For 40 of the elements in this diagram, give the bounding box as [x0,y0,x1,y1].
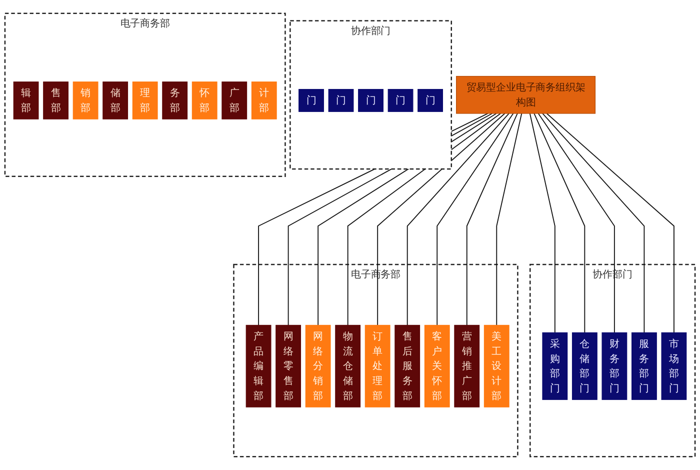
connector [496,113,522,326]
node-box: 订单处理部 [364,324,390,408]
node-box: 客户关怀部 [424,324,450,408]
node-box: 服务部门 [632,332,657,400]
node-box: 物流仓储部 [335,324,361,408]
connector [466,113,518,326]
node-box: 采购部门 [542,332,568,400]
node-box: 营销推广部 [454,324,480,408]
node-box: 售后服务部 [394,324,420,408]
node-box: 门 [358,88,384,112]
node-box: 怀部 [192,82,218,120]
node-box: 门 [328,88,354,112]
node-box: 财务部门 [602,332,628,400]
node-box: 广部 [222,82,248,120]
node-box: 贸易型企业电子商务组织架构图 [456,76,596,114]
node-box: 美工设计部 [484,324,510,408]
node-box: 储部 [102,82,128,120]
node-box: 理部 [132,82,158,120]
connector [436,113,514,326]
connector [546,113,674,334]
connector [406,113,510,326]
connector [538,113,615,334]
node-box: 售部 [43,82,68,120]
node-box: 销部 [72,82,98,120]
node-box: 网络分销部 [305,324,331,408]
node-box: 计部 [251,82,277,120]
connector [377,113,506,326]
node-box: 仓储部门 [572,332,598,400]
node-box: 市场部门 [661,332,687,400]
connector [529,113,556,334]
node-box: 务部 [162,82,188,120]
node-box: 门 [388,88,414,112]
connector [534,113,586,334]
node-box: 网络零售部 [276,324,302,408]
connector [542,113,645,334]
connector [347,113,501,326]
node-box: 辑部 [13,82,39,120]
node-box: 门 [418,88,443,112]
node-box: 门 [298,88,324,112]
node-box: 产品编辑部 [246,324,272,408]
